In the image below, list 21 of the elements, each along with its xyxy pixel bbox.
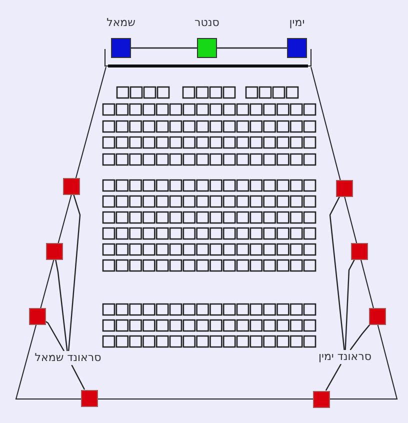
- surround-speaker-marker: [312, 390, 330, 408]
- speaker-label: שמאל: [106, 16, 136, 30]
- leader-line: [45, 320, 65, 352]
- surround-speaker-marker: [28, 308, 46, 324]
- leader-line: [329, 196, 345, 350]
- connector-line: [131, 47, 197, 49]
- surround-speaker-marker: [62, 178, 80, 194]
- leader-line: [344, 259, 356, 350]
- surround-speaker-marker: [350, 242, 368, 260]
- speaker-label: סנטר: [194, 16, 220, 30]
- surround-speaker-marker: [80, 390, 98, 406]
- leader-line: [55, 259, 68, 352]
- leader-line: [68, 194, 81, 352]
- connector-line: [217, 47, 287, 49]
- leader-line: [325, 364, 342, 391]
- surround-speaker-marker: [46, 242, 62, 260]
- leader-line: [71, 364, 86, 390]
- leader-line: [350, 324, 370, 350]
- surround-speaker-marker: [368, 308, 386, 324]
- speaker-label: ימין: [289, 16, 305, 30]
- surround-speaker-marker: [336, 180, 352, 196]
